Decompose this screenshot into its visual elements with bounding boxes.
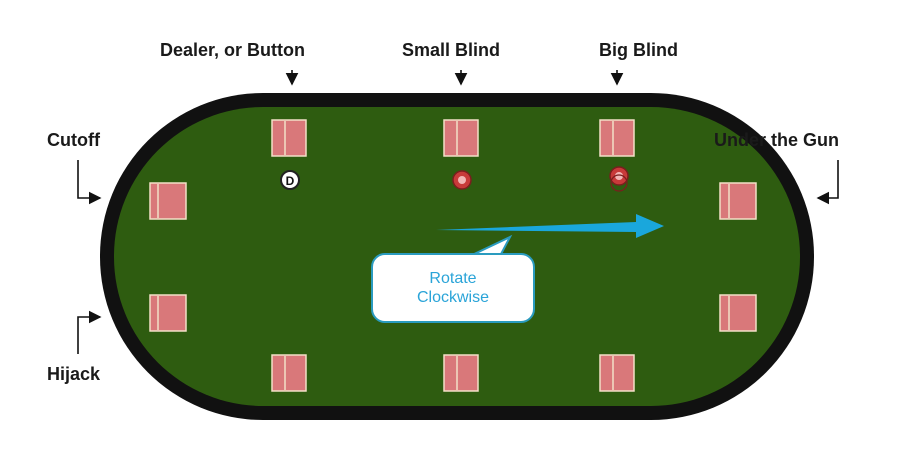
dealer-button-letter: D	[286, 174, 295, 188]
seat-left-cutoff	[149, 182, 187, 220]
label-under-the-gun: Under the Gun	[714, 130, 839, 150]
label-cutoff: Cutoff	[47, 130, 100, 150]
rotate-clockwise-callout: Rotate Clockwise	[371, 253, 535, 323]
seat-bottom-center	[443, 354, 479, 392]
seat-bottom-right	[599, 354, 635, 392]
clockwise-arrow	[436, 214, 664, 238]
seat-top-dealer	[271, 119, 307, 157]
seat-top-big-blind	[599, 119, 635, 157]
poker-chip-icon	[452, 170, 472, 190]
seat-bottom-left	[271, 354, 307, 392]
label-small-blind: Small Blind	[402, 40, 501, 60]
elbow-arrow-icon	[77, 310, 102, 354]
seat-right-under-the-gun	[719, 182, 757, 220]
elbow-arrow-icon	[816, 160, 839, 205]
seat-top-small-blind	[443, 119, 479, 157]
label-hijack: Hijack	[47, 364, 101, 384]
seat-left-hijack	[149, 294, 187, 332]
label-dealer-button: Dealer, or Button	[160, 40, 306, 60]
seat-right-lower	[719, 294, 757, 332]
elbow-arrow-icon	[77, 160, 102, 205]
poker-chip-icon	[609, 166, 629, 192]
callout-line-2: Clockwise	[416, 289, 489, 306]
callout-line-1: Rotate	[429, 270, 477, 287]
dealer-button-icon: D	[280, 170, 300, 190]
label-big-blind: Big Blind	[599, 40, 678, 60]
